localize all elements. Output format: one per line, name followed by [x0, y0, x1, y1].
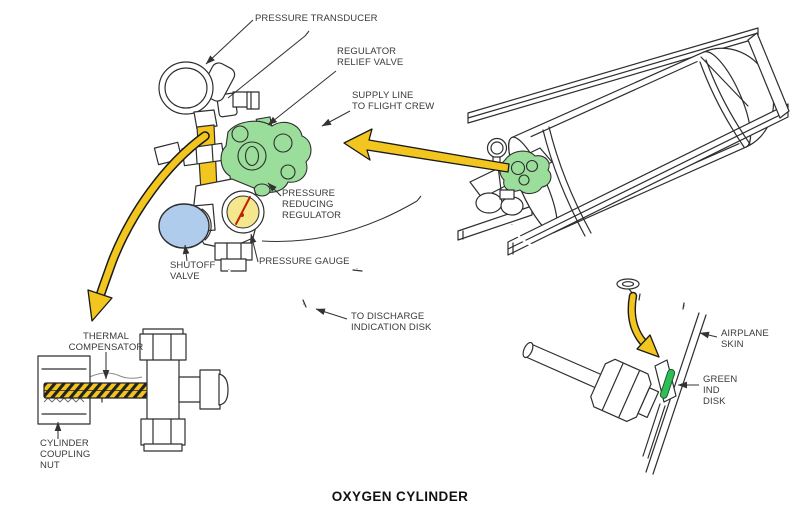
cross-fitting [146, 358, 180, 424]
cylinder-strap [542, 129, 586, 237]
green-indication-disk [659, 368, 676, 399]
shutoff-valve-drawing [158, 203, 210, 249]
pressure-gauge-drawing [221, 190, 265, 234]
discharge-flange [616, 278, 640, 290]
leader-lines [54, 19, 718, 439]
callout-cylinder-coupling-nut: CYLINDER COUPLING NUT [40, 438, 91, 472]
tube-end [522, 341, 534, 359]
discharge-tube [228, 269, 304, 305]
callout-pressure-reducing-regulator: PRESSURE REDUCING REGULATOR [282, 188, 342, 222]
callout-pressure-transducer: PRESSURE TRANSDUCER [255, 13, 378, 24]
figure-title: OXYGEN CYLINDER [331, 489, 469, 504]
regulator-detail-drawing [153, 61, 367, 308]
detail-arrow-skin [636, 334, 660, 358]
cylinder-regulator-body [499, 150, 552, 195]
fitting-hex-nut [590, 358, 660, 423]
pressure-reducing-regulator-drawing [220, 116, 312, 197]
flow-arrows [87, 128, 660, 358]
detail-arrow-left [87, 289, 113, 322]
cylinder-gauge [486, 137, 508, 159]
cylinder-strap [699, 61, 745, 148]
detail-arrow-main [343, 128, 510, 173]
callout-to-discharge-indication-disk: TO DISCHARGE INDICATION DISK [351, 311, 432, 334]
callout-thermal-compensator: THERMAL COMPENSATOR [68, 331, 144, 354]
gauge-needle [235, 196, 251, 225]
end-frame [747, 32, 790, 119]
callout-airplane-skin: AIRPLANE SKIN [721, 328, 769, 351]
callout-supply-line: SUPPLY LINE TO FLIGHT CREW [352, 90, 435, 113]
callout-shutoff-valve: SHUTOFF VALVE [170, 260, 216, 283]
cylinder-shutoff-knob [475, 192, 503, 214]
skin-fitting-drawing [522, 312, 707, 475]
oxygen-cylinder-drawing [457, 27, 790, 310]
pressure-transducer-drawing [158, 61, 236, 130]
thermal-compensator-drawing [37, 328, 229, 452]
callout-green-ind-disk: GREEN IND DISK [703, 374, 738, 408]
callout-regulator-relief-valve: REGULATOR RELIEF VALVE [337, 46, 404, 69]
callout-pressure-gauge: PRESSURE GAUGE [259, 256, 350, 267]
cylinder-regulator-cluster [469, 137, 553, 216]
